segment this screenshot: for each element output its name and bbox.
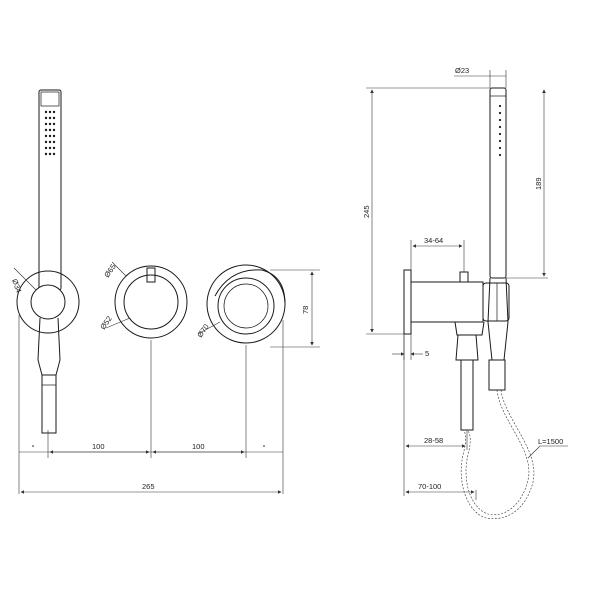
dim-dia-65: Ø65 [102, 262, 118, 279]
handshower-front [16, 89, 80, 434]
front-dimensions: Ø34 Ø65 Ø52 Ø70 78 [10, 261, 320, 494]
nozzle-dots-front [44, 110, 56, 156]
side-dimensions: Ø23 245 189 34-64 5 28-58 [362, 66, 568, 500]
dim-overall-265: 265 [142, 482, 155, 491]
dim-depth-28-58: 28-58 [424, 436, 443, 445]
dim-height-245: 245 [362, 205, 371, 218]
front-view: Ø34 Ø65 Ø52 Ø70 78 [10, 89, 320, 494]
wall-plate [403, 269, 412, 335]
mixer-knob-front [114, 265, 188, 339]
dim-spacing-100-b: 100 [192, 442, 205, 451]
dim-dia-52: Ø52 [98, 314, 114, 331]
dim-offset-5: 5 [425, 349, 429, 358]
dim-hose-length: L=1500 [538, 437, 563, 446]
dim-dia-23: Ø23 [455, 66, 469, 75]
dim-height-78: 78 [301, 306, 310, 314]
hose [465, 389, 530, 516]
handshower-side [487, 87, 509, 391]
dim-length-189: 189 [534, 177, 543, 190]
dim-depth-70-100: 70-100 [418, 482, 441, 491]
dim-dia-34: Ø34 [10, 278, 23, 294]
dim-depth-34-64: 34-64 [424, 236, 443, 245]
dim-spacing-100-a: 100 [92, 442, 105, 451]
dim-dia-70: Ø70 [195, 322, 211, 339]
side-view: Ø23 245 189 34-64 5 28-58 [362, 66, 568, 520]
spout-front [206, 264, 286, 344]
mixer-body [410, 281, 484, 323]
